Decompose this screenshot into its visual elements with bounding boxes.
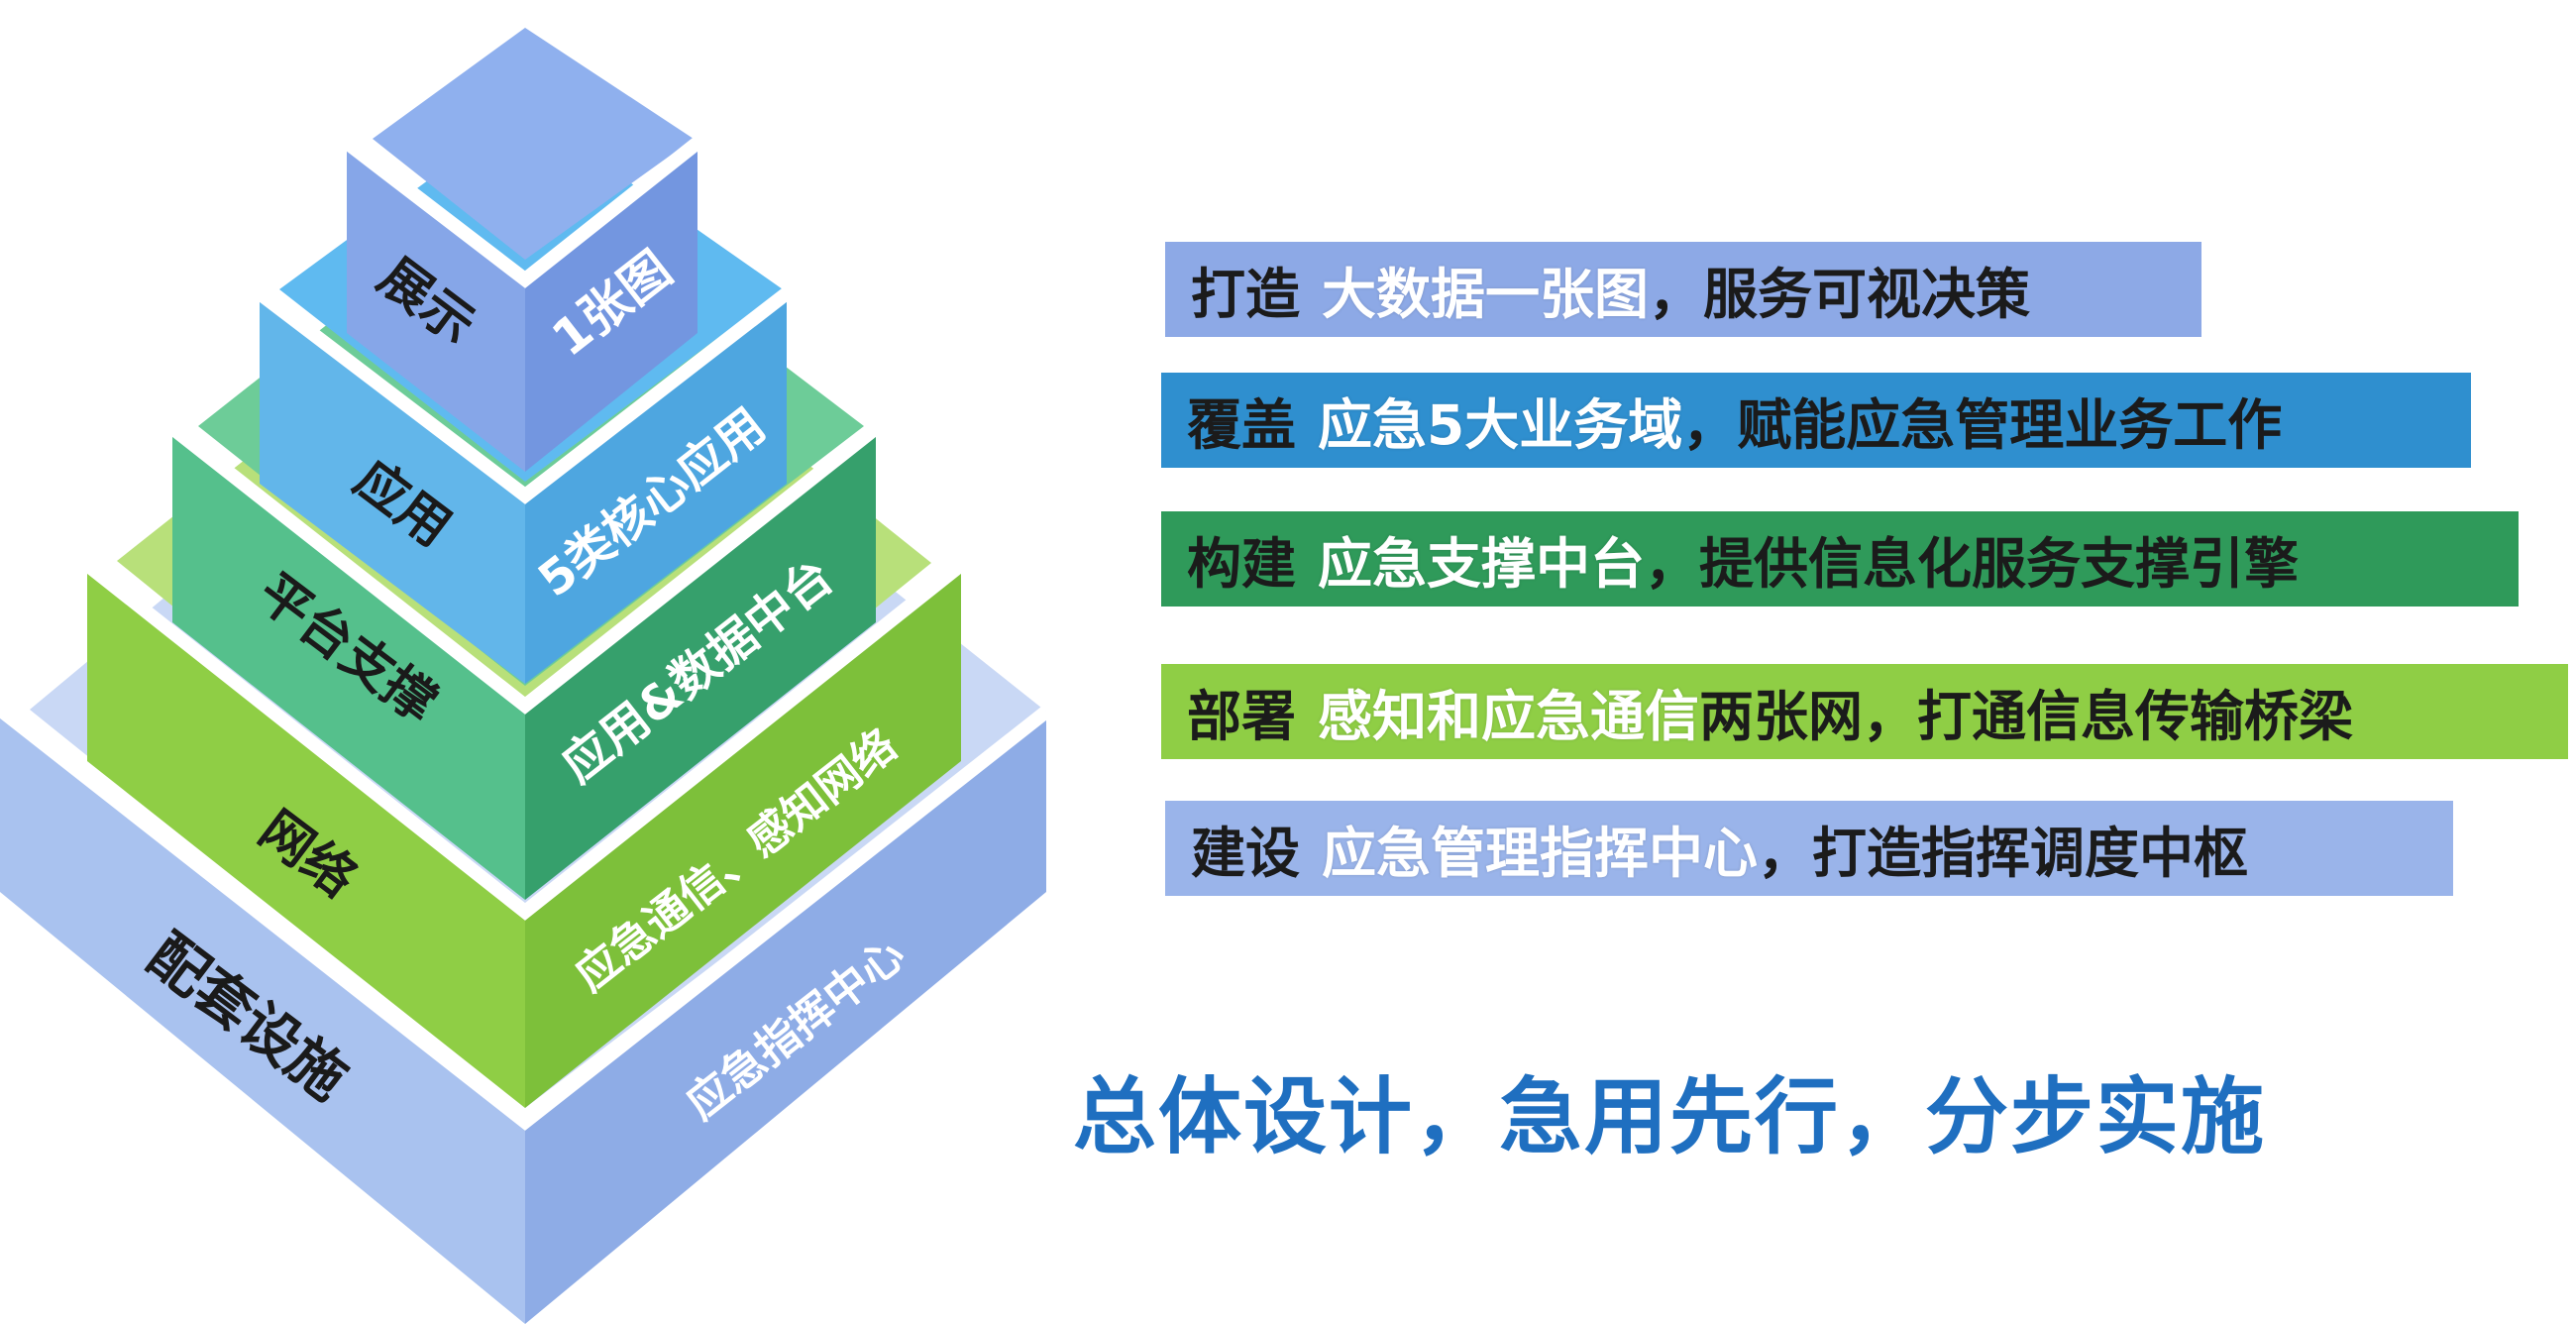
tier-platform-left-face: [172, 428, 525, 900]
banner-verb: 打造: [1191, 263, 1301, 326]
banner-rest: ，赋能应急管理业务工作: [1682, 393, 2283, 457]
banner-highlight: 应急支撑中台: [1318, 532, 1646, 596]
tier-application-left-face: [260, 293, 525, 684]
banner-verb: 建设: [1191, 822, 1301, 885]
banner-application: 覆盖 应急5大业务域 ，赋能应急管理业务工作: [1161, 373, 2471, 468]
tier-platform-right-face: [525, 428, 876, 900]
banner-highlight: 感知和应急通信: [1318, 685, 1700, 748]
pyramid-tier-display: [342, 28, 702, 472]
tier-application-right-face: [525, 293, 787, 684]
banner-rest: ，打通信息传输桥梁: [1863, 685, 2354, 748]
banner-rest: ，提供信息化服务支撑引擎: [1645, 532, 2300, 596]
tier-network-left-face: [87, 565, 525, 1108]
banner-verb: 覆盖: [1187, 393, 1297, 457]
tier-display-left-face: [347, 143, 525, 472]
banner-network: 部署 感知和应急通信 两张网 ，打通信息传输桥梁: [1161, 664, 2568, 759]
banner-highlight: 应急管理指挥中心: [1322, 822, 1759, 885]
banner-highlight-secondary: 两张网: [1699, 685, 1864, 748]
banner-highlight: 应急5大业务域: [1318, 393, 1683, 457]
banner-verb: 部署: [1187, 685, 1297, 748]
tier-display-right-face: [525, 143, 698, 472]
tier-network-right-face: [525, 565, 961, 1108]
banner-rest: ，服务可视决策: [1649, 263, 2031, 326]
banner-rest: ，打造指挥调度中枢: [1758, 822, 2249, 885]
banner-highlight: 大数据一张图: [1322, 263, 1650, 326]
slogan: 总体设计，急用先行，分步实施: [1073, 1068, 2267, 1165]
tier-display-top: [373, 28, 694, 260]
banner-platform: 构建 应急支撑中台 ，提供信息化服务支撑引擎: [1161, 511, 2519, 607]
banner-facilities: 建设 应急管理指挥中心 ，打造指挥调度中枢: [1165, 801, 2453, 896]
tier-facilities-left-face: [0, 710, 525, 1324]
layered-pyramid-diagram: 展示 应用 平台支撑 网络 配套设施 1张图 5类核心应用 应用&数据中台 应急…: [0, 28, 1051, 1324]
banner-display: 打造 大数据一张图 ，服务可视决策: [1165, 242, 2201, 337]
banner-verb: 构建: [1187, 532, 1297, 596]
tier-facilities-right-face: [525, 712, 1046, 1324]
